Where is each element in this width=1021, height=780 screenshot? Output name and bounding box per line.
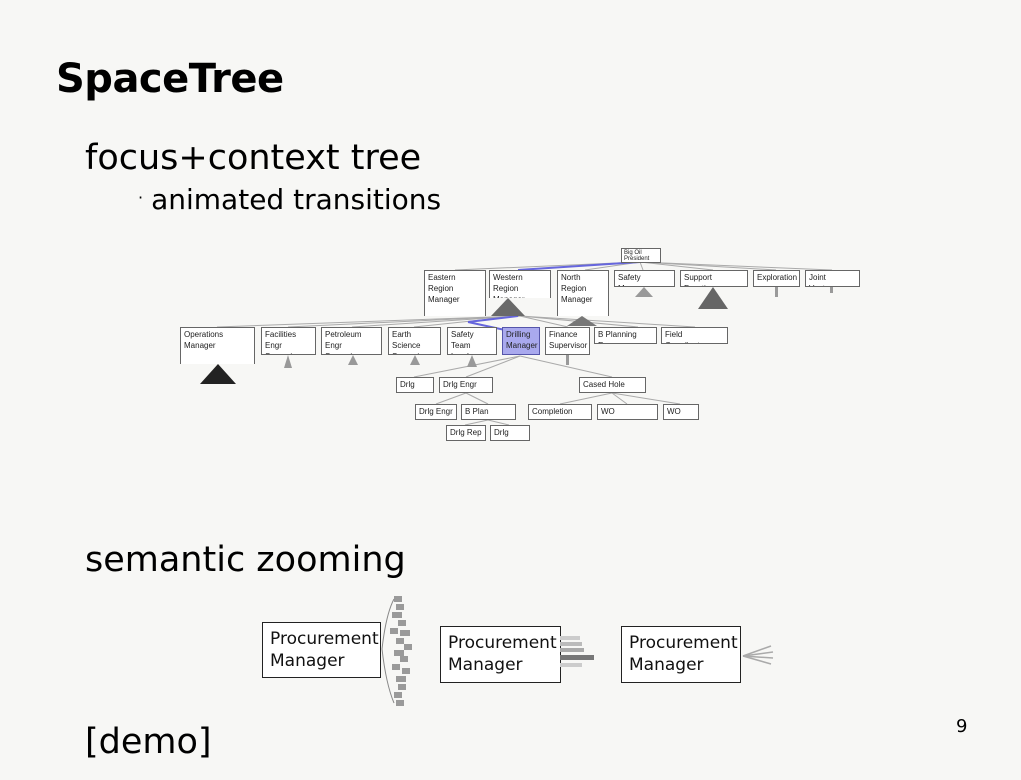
collapsed-subtree-icon[interactable] [491,298,525,316]
tree-node-field-coordinator[interactable]: Field Coordinator [661,327,728,344]
tree-node-completion-engr[interactable]: Completion Engr [528,404,592,420]
zoom-node-full: Procurement Manager [262,622,381,678]
sub-bullet: · animated transitions [138,183,441,216]
tree-node-b-plan-analyst[interactable]: B Plan Analyst [461,404,516,420]
collapsed-subtree-icon[interactable] [284,355,292,368]
compressed-children-icon [560,636,594,667]
collapsed-subtree-icon[interactable] [200,364,236,384]
bullet-semantic-zooming: semantic zooming [85,540,406,580]
tree-node-safety-team-leader[interactable]: Safety Team Leader [447,327,497,355]
tree-node-drlg-tech[interactable]: Drlg Tech [490,425,530,441]
tree-node-cased-hole-supt[interactable]: Cased Hole Supt [579,377,646,393]
tree-node-facilities-engr[interactable]: Facilities Engr Supervisor [261,327,316,355]
zoom-node-medium: Procurement Manager [440,626,561,683]
tree-node-finance-supervisor[interactable]: Finance Supervisor [545,327,590,355]
tree-node-petroleum-engr[interactable]: Petroleum Engr Supervisor [321,327,382,355]
collapsed-subtree-icon[interactable] [566,355,569,365]
collapsed-subtree-icon[interactable] [775,287,778,297]
tree-node-drlg-engr-mgr[interactable]: Drlg Engr Mgr [439,377,493,393]
tree-node-drlg-rep[interactable]: Drlg Rep [446,425,486,441]
tree-node-safety-manager[interactable]: Safety Manager [614,270,675,287]
bullet-focus-context: focus+context tree [85,138,422,178]
tree-node-joint-ventures[interactable]: Joint Ventures [805,270,860,287]
tree-node-b-planning-engr[interactable]: B Planning Engr [594,327,657,344]
tree-node-earth-science[interactable]: Earth Science Supervisor [388,327,441,355]
collapsed-subtree-icon[interactable] [567,316,597,326]
collapsed-subtree-icon[interactable] [467,355,477,367]
collapsed-subtree-icon[interactable] [410,355,420,365]
bullet-demo[interactable]: [demo] [85,722,212,762]
sub-bullet-text: animated transitions [151,183,442,216]
page-number: 9 [956,716,968,737]
tree-node-drlg-engr[interactable]: Drlg Engr [415,404,457,420]
tree-node-north-region[interactable]: North Region Manager **Tech Asst [557,270,609,316]
collapsed-subtree-icon[interactable] [635,287,653,297]
collapsed-subtree-icon[interactable] [830,287,833,293]
tree-node-drlg-supt[interactable]: Drlg Supt [396,377,434,393]
tree-node-support-functions[interactable]: Support Functions [680,270,748,287]
expanded-children-icon [381,596,412,706]
tree-node-exploration[interactable]: Exploration [753,270,800,287]
slide-title: SpaceTree [56,56,284,102]
collapsed-subtree-icon[interactable] [348,355,358,365]
arrow-children-icon [742,645,774,665]
tree-node-operations-manager[interactable]: Operations Manager **Ops Asst [180,327,255,364]
tree-node-drilling-manager-focus[interactable]: Drilling Manager [502,327,540,355]
tree-node-wo-plan-coord[interactable]: WO Plan/Coord [597,404,658,420]
tree-node-western-region[interactable]: Western Region Manager [489,270,551,298]
zoom-node-minimal: Procurement Manager [621,626,741,683]
tree-node-eastern-region[interactable]: Eastern Region Manager **Tech Asst [424,270,486,316]
collapsed-subtree-icon[interactable] [698,287,728,309]
bullet-dot-icon: · [138,188,144,207]
tree-node-wo-rep[interactable]: WO Rep [663,404,699,420]
tree-node-root[interactable]: Big Oil President [621,248,661,263]
